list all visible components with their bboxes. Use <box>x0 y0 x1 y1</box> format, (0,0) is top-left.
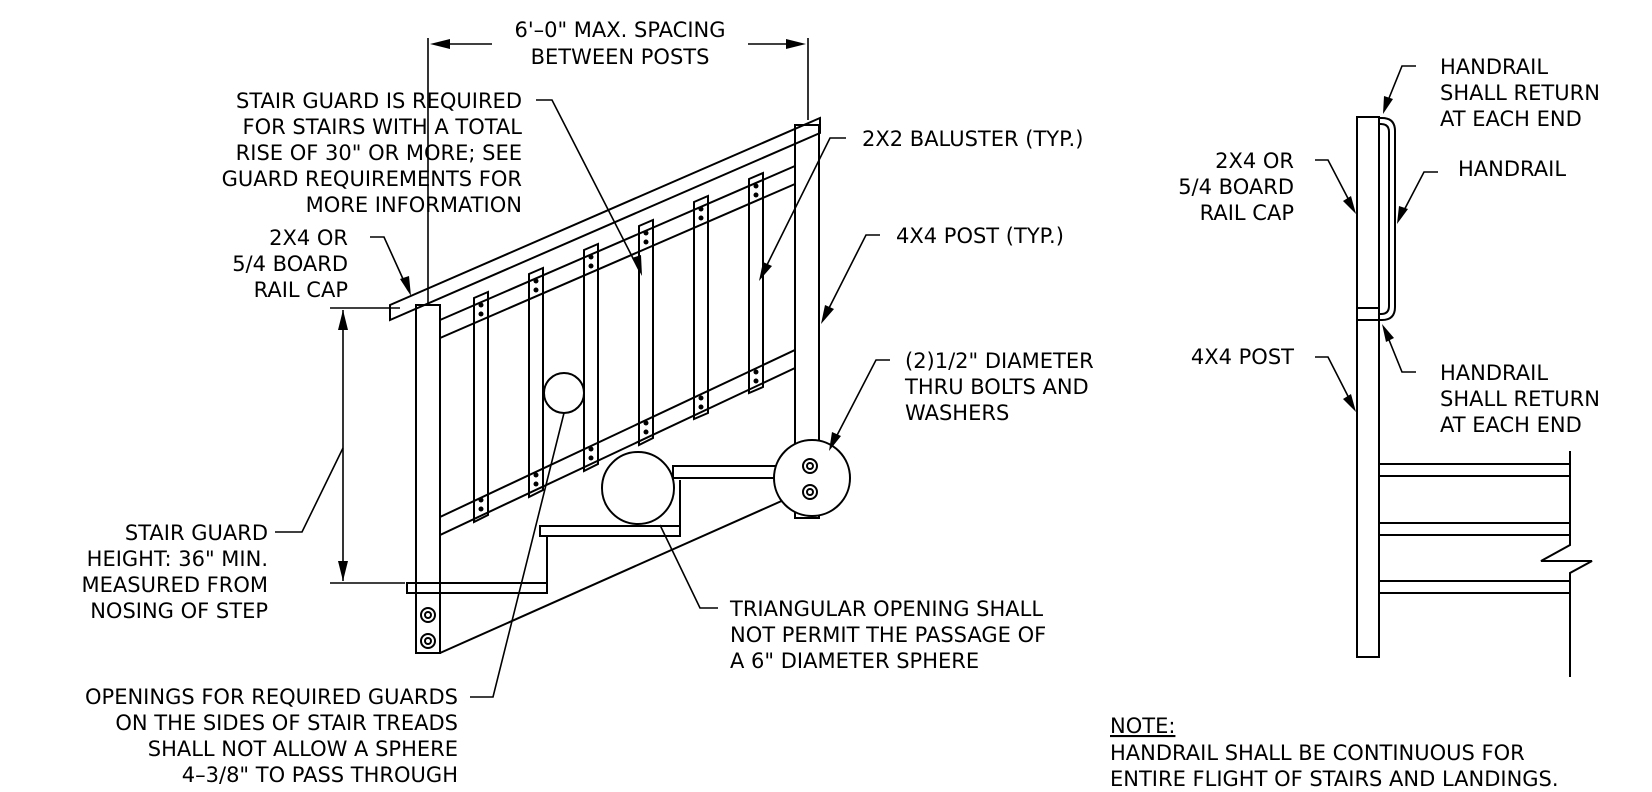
height-line4: NOSING OF STEP <box>90 599 268 623</box>
height-line2: HEIGHT: 36" MIN. <box>87 547 268 571</box>
baluster <box>748 171 764 395</box>
bolts-line2: THRU BOLTS AND <box>904 375 1089 399</box>
hr-return-top-line2: SHALL RETURN <box>1440 81 1600 105</box>
height-line3: MEASURED FROM <box>82 573 268 597</box>
baluster <box>693 194 709 421</box>
guard-required-line2: FOR STAIRS WITH A TOTAL <box>243 115 523 139</box>
post-bolts <box>420 607 436 649</box>
openings-line3: SHALL NOT ALLOW A SPHERE <box>148 737 458 761</box>
spacing-label-line2: BETWEEN POSTS <box>531 45 710 69</box>
triangle-line3: A 6" DIAMETER SPHERE <box>730 649 979 673</box>
side-railcap-line2: 5/4 BOARD <box>1178 175 1294 199</box>
leader-lines <box>275 99 890 698</box>
spacing-dimension <box>427 38 809 305</box>
balusters <box>473 171 764 524</box>
side-post-label: 4X4 POST <box>1191 345 1294 369</box>
baluster <box>638 218 654 447</box>
guard-required-line3: RISE OF 30" OR MORE; SEE <box>236 141 522 165</box>
height-dimension <box>330 307 405 584</box>
guard-required-line5: MORE INFORMATION <box>306 193 522 217</box>
openings-line4: 4–3/8" TO PASS THROUGH <box>182 763 458 787</box>
side-section <box>1315 65 1593 677</box>
hr-return-bot-line1: HANDRAIL <box>1440 361 1548 385</box>
top-rail <box>439 164 796 340</box>
note-title: NOTE: <box>1110 714 1175 738</box>
bolts-line3: WASHERS <box>905 401 1009 425</box>
hr-return-top-line3: AT EACH END <box>1440 107 1582 131</box>
baluster <box>528 266 544 499</box>
hr-return-top-line1: HANDRAIL <box>1440 55 1548 79</box>
guard-required-line1: STAIR GUARD IS REQUIRED <box>236 89 522 113</box>
right-post <box>794 124 820 519</box>
guard-required-line4: GUARD REQUIREMENTS FOR <box>222 167 522 191</box>
baluster <box>473 290 489 524</box>
stair-guard-elevation <box>275 38 890 698</box>
bolts-line1: (2)1/2" DIAMETER <box>905 349 1094 373</box>
openings-line2: ON THE SIDES OF STAIR TREADS <box>115 711 458 735</box>
hr-return-bot-line3: AT EACH END <box>1440 413 1582 437</box>
triangle-line1: TRIANGULAR OPENING SHALL <box>729 597 1043 621</box>
bottom-rail <box>439 348 796 537</box>
railcap-line3: RAIL CAP <box>254 278 348 302</box>
note-line2: ENTIRE FLIGHT OF STAIRS AND LANDINGS. <box>1110 767 1559 791</box>
handrail-label: HANDRAIL <box>1458 157 1566 181</box>
labels: 6'–0" MAX. SPACING BETWEEN POSTS STAIR G… <box>82 18 1600 791</box>
stair-tread <box>406 582 548 594</box>
stair-treads <box>406 465 796 594</box>
side-handrail <box>1379 117 1396 321</box>
baluster-screws <box>478 183 759 512</box>
railcap-line1: 2X4 OR <box>269 226 348 250</box>
railcap-line2: 5/4 BOARD <box>232 252 348 276</box>
side-railcap-line1: 2X4 OR <box>1215 149 1294 173</box>
side-treads <box>1379 451 1593 677</box>
side-railcap-line3: RAIL CAP <box>1200 201 1294 225</box>
side-post <box>1356 116 1380 658</box>
openings-line1: OPENINGS FOR REQUIRED GUARDS <box>85 685 458 709</box>
spacing-label-line1: 6'–0" MAX. SPACING <box>514 18 725 42</box>
stair-tread <box>539 525 681 537</box>
side-leaders <box>1315 65 1438 412</box>
sphere-4-3-8-inch <box>543 372 585 414</box>
post-typ-label: 4X4 POST (TYP.) <box>896 224 1064 248</box>
baluster <box>583 242 599 473</box>
height-line1: STAIR GUARD <box>125 521 268 545</box>
baluster-label: 2X2 BALUSTER (TYP.) <box>862 127 1083 151</box>
hr-return-bot-line2: SHALL RETURN <box>1440 387 1600 411</box>
sphere-6-inch <box>601 451 675 525</box>
left-post <box>415 304 441 654</box>
note-line1: HANDRAIL SHALL BE CONTINUOUS FOR <box>1110 741 1525 765</box>
triangle-line2: NOT PERMIT THE PASSAGE OF <box>730 623 1046 647</box>
bolt-detail <box>773 439 851 517</box>
stair-stringer <box>439 494 796 654</box>
